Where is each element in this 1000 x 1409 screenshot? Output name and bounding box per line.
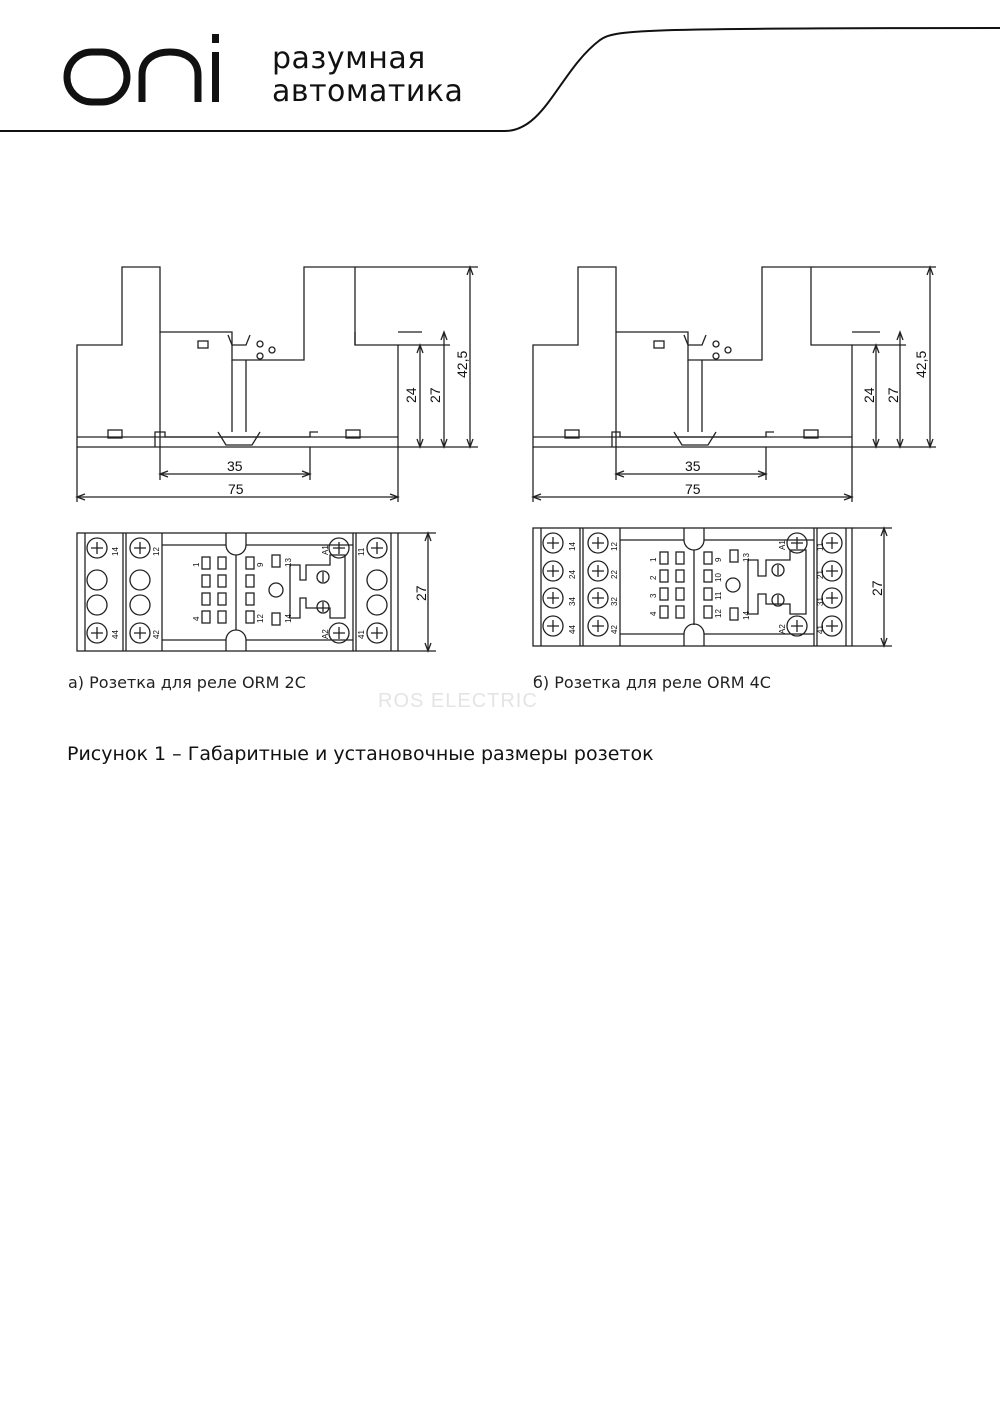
dim-27-a: 27 <box>427 387 443 403</box>
term-b-34: 34 <box>568 597 577 606</box>
pin-a-1: 1 <box>192 562 201 567</box>
term-a-14: 14 <box>111 547 120 556</box>
terminal-labels-b: 14 24 34 44 12 22 32 42 A1 A2 11 21 31 4… <box>568 540 825 634</box>
dim-depth-27-b: 27 <box>869 580 885 596</box>
dim-depth-27-a: 27 <box>413 585 429 601</box>
figure-title: Рисунок 1 – Габаритные и установочные ра… <box>67 743 654 765</box>
term-a-12: 12 <box>152 547 161 556</box>
term-a-11: 11 <box>357 547 366 556</box>
dim-75-b: 75 <box>685 481 701 497</box>
term-a-41: 41 <box>357 630 366 639</box>
pin-b-2: 2 <box>649 575 658 580</box>
watermark: ROS ELECTRIC <box>378 690 538 712</box>
dim-24-a: 24 <box>403 387 419 403</box>
pin-b-1: 1 <box>649 557 658 562</box>
term-b-21: 21 <box>816 570 825 579</box>
page-header: разумная автоматика <box>0 0 1000 140</box>
term-b-32: 32 <box>610 597 619 606</box>
pin-b-11: 11 <box>714 591 723 600</box>
term-b-42: 42 <box>610 625 619 634</box>
term-a-a2: A2 <box>321 629 330 639</box>
pin-a-12: 12 <box>256 614 265 623</box>
oni-logo <box>63 34 219 106</box>
pin-a-14: 14 <box>284 614 293 623</box>
term-b-12: 12 <box>610 542 619 551</box>
socket-4c-top-view <box>532 526 892 648</box>
pin-b-3: 3 <box>649 593 658 598</box>
tagline-line1: разумная <box>272 41 426 76</box>
dim-27-b: 27 <box>885 387 901 403</box>
term-b-11: 11 <box>816 542 825 551</box>
pin-b-12: 12 <box>714 609 723 618</box>
header-curve <box>0 27 1000 132</box>
pin-b-9: 9 <box>714 557 723 562</box>
socket-4c-side-view <box>531 265 936 502</box>
term-b-31: 31 <box>816 597 825 606</box>
dimension-drawings: 35 75 24 27 42,5 <box>75 265 936 653</box>
dim-24-b: 24 <box>861 387 877 403</box>
pin-b-13: 13 <box>742 553 751 562</box>
tagline-line2: автоматика <box>272 74 464 109</box>
term-b-24: 24 <box>568 570 577 579</box>
caption-socket-2c: а) Розетка для реле ORM 2C <box>68 673 306 692</box>
dim-75-a: 75 <box>228 481 244 497</box>
term-b-41: 41 <box>816 625 825 634</box>
pin-b-10: 10 <box>714 573 723 582</box>
term-b-44: 44 <box>568 625 577 634</box>
caption-socket-4c: б) Розетка для реле ORM 4C <box>533 673 771 692</box>
pin-b-4: 4 <box>649 611 658 616</box>
dim-35-b: 35 <box>685 458 701 474</box>
pin-a-4: 4 <box>192 616 201 621</box>
dim-35-a: 35 <box>227 458 243 474</box>
socket-2c-side-view <box>75 265 478 502</box>
term-b-a1: A1 <box>778 540 787 550</box>
pin-a-9: 9 <box>256 562 265 567</box>
term-b-14: 14 <box>568 542 577 551</box>
terminal-labels-a: 14 44 12 42 A1 A2 11 41 1 4 9 12 13 14 <box>111 545 366 639</box>
pin-b-14: 14 <box>742 611 751 620</box>
term-a-42: 42 <box>152 630 161 639</box>
term-b-a2: A2 <box>778 624 787 634</box>
pin-a-13: 13 <box>284 558 293 567</box>
brand-tagline: разумная автоматика <box>272 42 463 108</box>
term-a-44: 44 <box>111 630 120 639</box>
socket-2c-top-view <box>76 531 436 653</box>
dim-42-5-b: 42,5 <box>913 351 929 378</box>
dim-42-5-a: 42,5 <box>454 351 470 378</box>
term-b-22: 22 <box>610 570 619 579</box>
term-a-a1: A1 <box>321 545 330 555</box>
